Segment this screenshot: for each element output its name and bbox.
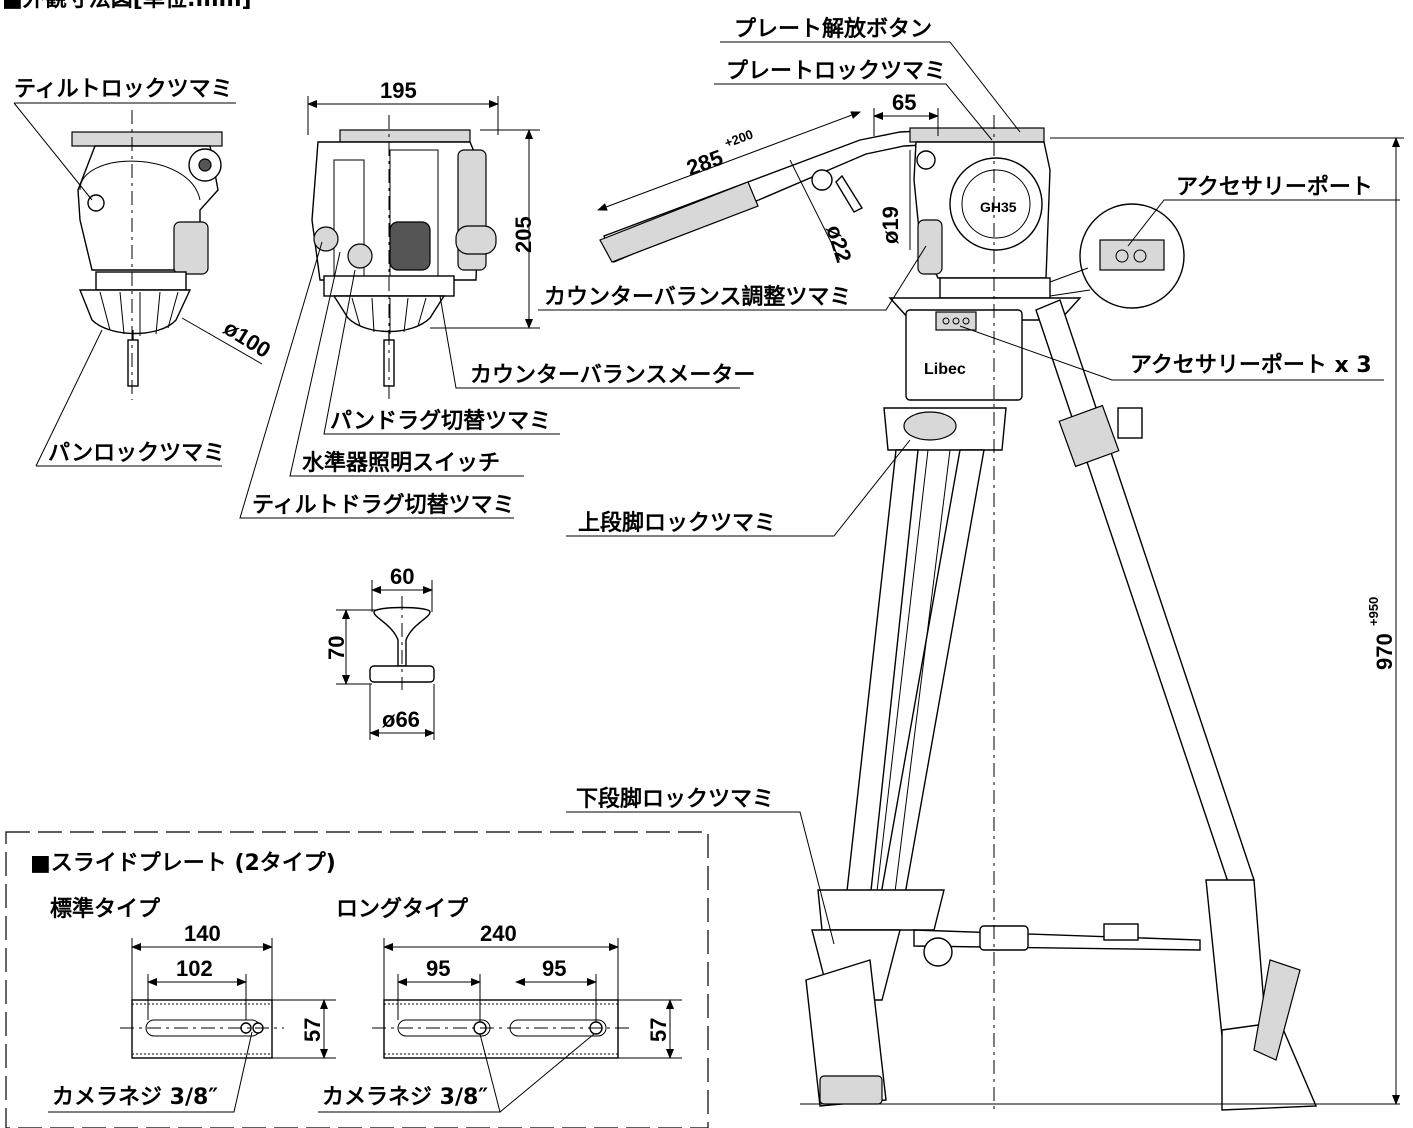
label-counterbalance-knob: カウンターバランス調整ツマミ bbox=[544, 284, 851, 310]
dim-tripod-height: 970 bbox=[1372, 633, 1397, 670]
dim-long-w: 240 bbox=[480, 921, 517, 946]
slide-long-title: ロングタイプ bbox=[336, 896, 469, 922]
slide-plate-panel bbox=[5, 831, 709, 1128]
label-accessory-port: アクセサリーポート bbox=[1176, 174, 1373, 200]
standard-plate bbox=[120, 999, 284, 1059]
slide-std-title: 標準タイプ bbox=[50, 896, 161, 922]
dim-tripod-ext: +950 bbox=[1366, 597, 1381, 626]
dim-std-w2: 102 bbox=[176, 956, 213, 981]
label-pan-drag: パンドラグ切替ツマミ bbox=[330, 408, 551, 434]
dim-width: 195 bbox=[380, 78, 417, 103]
label-plate-release: プレート解放ボタン bbox=[734, 16, 932, 42]
dim-long-h: 57 bbox=[646, 1018, 671, 1042]
dim-arm-offset: 65 bbox=[892, 90, 916, 115]
head-side-view bbox=[71, 110, 223, 400]
dim-d22: ø22 bbox=[821, 222, 856, 266]
brand-text: Libec bbox=[924, 361, 966, 378]
label-lower-leg-lock: 下段脚ロックツマミ bbox=[576, 786, 774, 812]
label-tilt-lock: ティルトロックツマミ bbox=[14, 77, 233, 102]
head-model-text: GH35 bbox=[980, 199, 1017, 215]
label-std-screw: カメラネジ 3/8″ bbox=[52, 1085, 218, 1110]
dim-long-b: 95 bbox=[542, 956, 566, 981]
long-plate bbox=[372, 999, 630, 1059]
head-front-view bbox=[311, 115, 497, 400]
slide-plate-title: ■スライドプレート (2タイプ) bbox=[30, 851, 336, 876]
label-upper-leg-lock: 上段脚ロックツマミ bbox=[578, 510, 776, 536]
dim-std-w: 140 bbox=[184, 921, 221, 946]
dim-knob-d: ø66 bbox=[382, 707, 420, 732]
dim-arm-length: 285 bbox=[683, 145, 726, 181]
label-accessory-port-x3: アクセサリーポート x 3 bbox=[1130, 352, 1372, 378]
dim-height: 205 bbox=[511, 216, 536, 253]
label-long-screw: カメラネジ 3/8″ bbox=[322, 1085, 488, 1110]
dim-knob-w: 60 bbox=[390, 564, 414, 589]
dim-std-h: 57 bbox=[300, 1018, 325, 1042]
label-plate-lock: プレートロックツマミ bbox=[726, 59, 946, 84]
handle-knob bbox=[369, 596, 435, 690]
label-level-light: 水準器照明スイッチ bbox=[302, 450, 500, 476]
label-counterbalance-meter: カウンターバランスメーター bbox=[470, 363, 755, 388]
dim-d19: ø19 bbox=[878, 206, 903, 244]
dim-arm-ext: +200 bbox=[722, 126, 755, 150]
tripod-drawing: GH35 Libec bbox=[599, 115, 1400, 1111]
label-tilt-drag: ティルトドラグ切替ツマミ bbox=[252, 492, 515, 518]
page-title: ■外観寸法図[単位:mm] bbox=[2, 0, 252, 12]
dim-knob-h: 70 bbox=[324, 636, 349, 660]
dim-long-a: 95 bbox=[426, 956, 450, 981]
label-pan-lock: パンロックツマミ bbox=[48, 441, 225, 466]
